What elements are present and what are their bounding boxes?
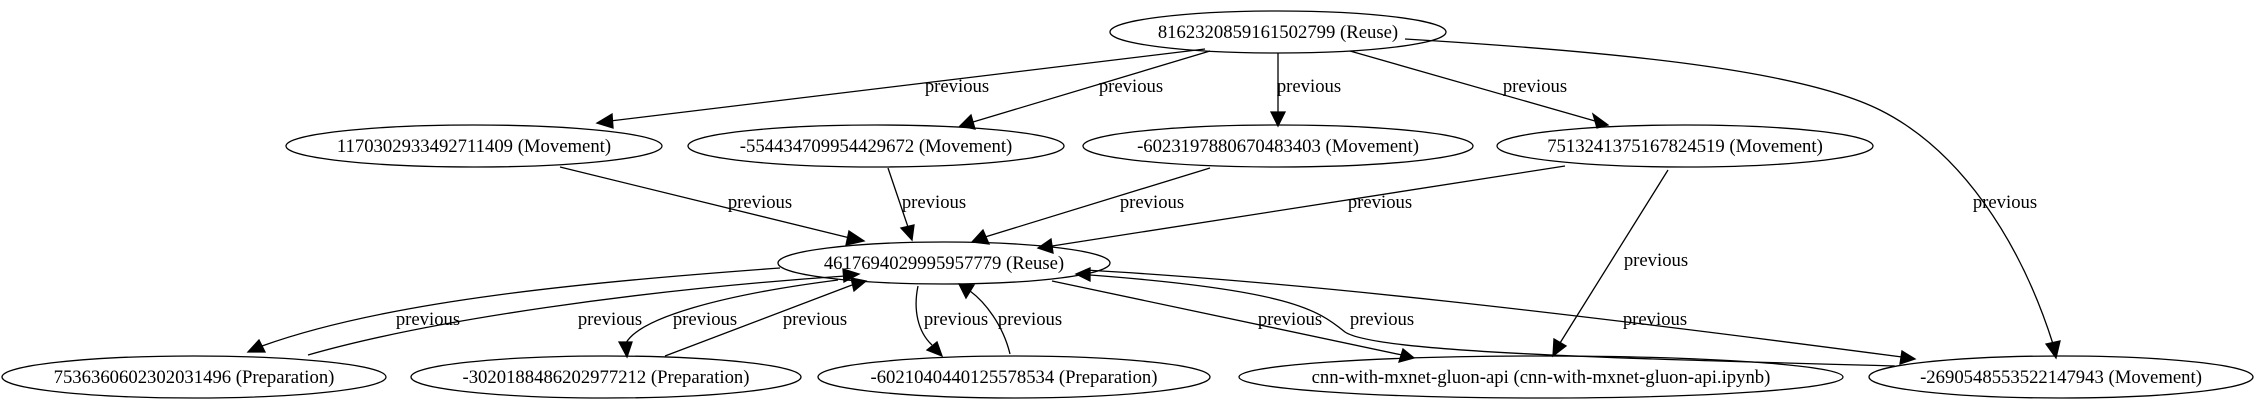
node-movement-2[interactable]: -554434709954429672 (Movement) — [687, 124, 1065, 168]
svg-text:-554434709954429672 (Movement): -554434709954429672 (Movement) — [740, 136, 1013, 157]
edge-label: previous — [1099, 76, 1163, 97]
edge-p1-to-mid: previous — [307, 268, 861, 356]
edge-label: previous — [1350, 309, 1414, 330]
node-preparation-1[interactable]: 7536360602302031496 (Preparation) — [1, 355, 387, 399]
edge-label: previous — [783, 309, 847, 330]
edge-label: previous — [578, 309, 642, 330]
edge-m4-to-nb: previous — [1552, 169, 1688, 358]
edge-m5-to-mid: previous — [1074, 267, 1896, 367]
edge-top-to-m4: previous — [1349, 50, 1610, 129]
node-movement-1[interactable]: 1170302933492711409 (Movement) — [285, 124, 663, 168]
edge-top-to-m5: previous — [1404, 38, 2061, 360]
node-movement-3[interactable]: -6023197880670483403 (Movement) — [1082, 124, 1474, 168]
edge-top-to-m2: previous — [958, 50, 1211, 130]
edge-mid-to-m5: previous — [1084, 269, 1917, 365]
edge-label: previous — [998, 309, 1062, 330]
node-preparation-2[interactable]: -3020188486202977212 (Preparation) — [410, 355, 802, 399]
edge-label: previous — [924, 309, 988, 330]
svg-text:-2690548553522147943 (Movement: -2690548553522147943 (Movement) — [1920, 367, 2202, 388]
edge-label: previous — [673, 309, 737, 330]
node-reuse-mid[interactable]: 4617694029995957779 (Reuse) — [777, 241, 1111, 285]
svg-text:8162320859161502799 (Reuse): 8162320859161502799 (Reuse) — [1158, 22, 1398, 43]
edge-p3-to-mid: previous — [957, 283, 1062, 355]
edge-label: previous — [1120, 192, 1184, 213]
edge-mid-to-p3: previous — [915, 285, 988, 358]
node-reuse-top[interactable]: 8162320859161502799 (Reuse) — [1109, 10, 1447, 54]
svg-text:4617694029995957779 (Reuse): 4617694029995957779 (Reuse) — [824, 253, 1064, 274]
edge-m1-to-mid: previous — [559, 166, 866, 246]
svg-text:-6021040440125578534 (Preparat: -6021040440125578534 (Preparation) — [870, 367, 1157, 388]
node-notebook[interactable]: cnn-with-mxnet-gluon-api (cnn-with-mxnet… — [1238, 355, 1844, 399]
node-preparation-3[interactable]: -6021040440125578534 (Preparation) — [817, 355, 1211, 399]
svg-text:1170302933492711409 (Movement): 1170302933492711409 (Movement) — [337, 136, 611, 157]
edge-label: previous — [1624, 250, 1688, 271]
node-movement-4[interactable]: 7513241375167824519 (Movement) — [1496, 124, 1874, 168]
edge-mid-to-nb: previous — [1051, 280, 1416, 363]
edge-top-to-m3: previous — [1269, 53, 1341, 128]
edge-label: previous — [1258, 309, 1322, 330]
edge-mid-to-p2: previous — [617, 279, 839, 359]
edge-label: previous — [1503, 76, 1567, 97]
edge-label: previous — [1623, 309, 1687, 330]
node-movement-5[interactable]: -2690548553522147943 (Movement) — [1868, 355, 2254, 399]
svg-text:7513241375167824519 (Movement): 7513241375167824519 (Movement) — [1547, 136, 1823, 157]
svg-text:-6023197880670483403 (Movement: -6023197880670483403 (Movement) — [1137, 136, 1419, 157]
edge-label: previous — [1277, 76, 1341, 97]
edge-m3-to-mid: previous — [970, 167, 1211, 245]
edge-top-to-m1: previous — [595, 48, 1206, 129]
svg-text:cnn-with-mxnet-gluon-api (cnn-: cnn-with-mxnet-gluon-api (cnn-with-mxnet… — [1312, 367, 1771, 388]
edge-label: previous — [925, 76, 989, 97]
edge-label: previous — [1348, 192, 1412, 213]
svg-text:7536360602302031496 (Preparati: 7536360602302031496 (Preparation) — [54, 367, 335, 388]
edge-label: previous — [902, 192, 966, 213]
edge-m4-to-mid: previous — [1036, 165, 1566, 254]
edge-m2-to-mid: previous — [887, 167, 966, 242]
svg-text:-3020188486202977212 (Preparat: -3020188486202977212 (Preparation) — [462, 367, 749, 388]
edge-label: previous — [728, 192, 792, 213]
edge-label: previous — [1973, 192, 2037, 213]
